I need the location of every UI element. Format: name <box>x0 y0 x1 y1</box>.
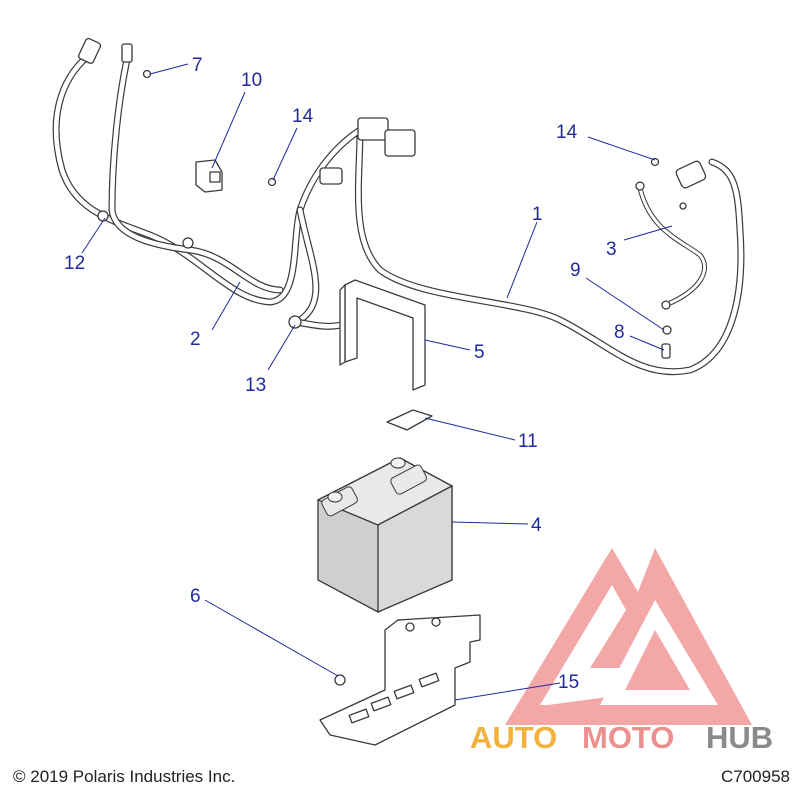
callout-12: 12 <box>64 253 85 274</box>
callout-14-right: 14 <box>556 122 578 143</box>
watermark-logo <box>505 548 752 725</box>
callout-8: 8 <box>614 322 625 343</box>
copyright-text: © 2019 Polaris Industries Inc. <box>13 767 236 786</box>
nut-14-left <box>267 177 277 187</box>
svg-text:AUTO: AUTO <box>470 720 557 755</box>
callout-5: 5 <box>474 342 485 363</box>
callout-1: 1 <box>532 204 543 225</box>
bracket-10 <box>195 159 223 193</box>
watermark-text: AUTO MOTO HUB <box>470 720 773 755</box>
bolt-6 <box>334 674 346 686</box>
callout-6: 6 <box>190 586 201 607</box>
cable-3 <box>635 160 707 310</box>
bolt-8 <box>661 343 671 359</box>
battery-4 <box>316 457 454 613</box>
callout-9: 9 <box>570 260 581 281</box>
callout-11: 11 <box>518 431 538 452</box>
hold-down-bracket-5 <box>339 279 426 391</box>
pad-11 <box>386 409 433 431</box>
callout-4: 4 <box>531 515 542 536</box>
callout-7: 7 <box>192 55 203 76</box>
nut-7 <box>142 69 152 79</box>
svg-text:MOTO: MOTO <box>582 720 674 755</box>
callout-10: 10 <box>241 70 262 91</box>
callout-15: 15 <box>558 672 579 693</box>
callout-13: 13 <box>245 375 266 396</box>
leader-lines <box>81 63 673 701</box>
svg-text:HUB: HUB <box>706 720 773 755</box>
callout-14-left: 14 <box>292 106 314 127</box>
callout-3: 3 <box>606 239 617 260</box>
callout-2: 2 <box>190 329 201 350</box>
battery-tray-15 <box>319 614 481 746</box>
nut-14-right <box>650 157 660 167</box>
nut-9 <box>662 325 672 335</box>
cable-harness-1 <box>354 126 745 376</box>
diagram-code: C700958 <box>720 767 790 786</box>
